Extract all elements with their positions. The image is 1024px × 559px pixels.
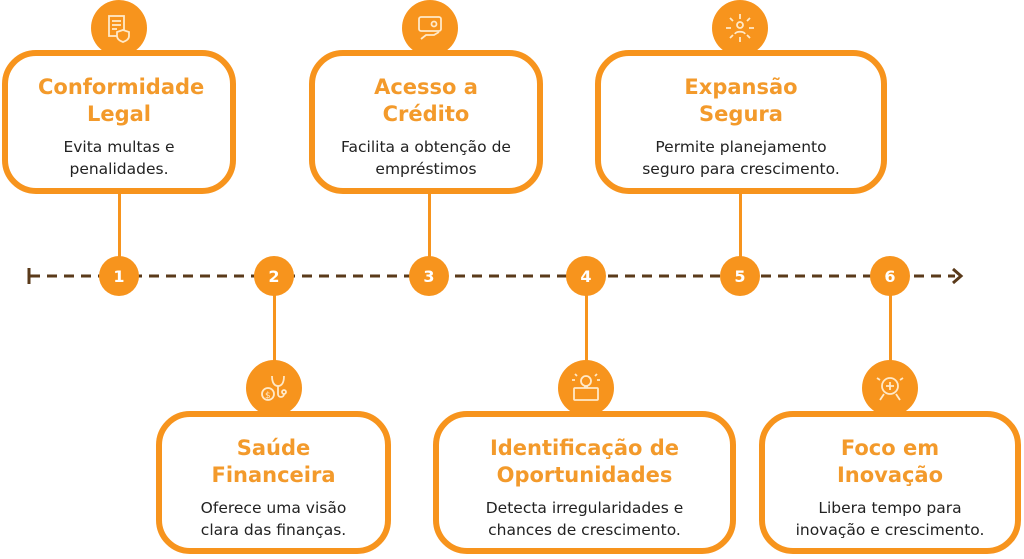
card-title: Conformidade Legal bbox=[38, 75, 205, 126]
card-description: Facilita a obtenção de empréstimos bbox=[341, 138, 511, 178]
card-hand-icon bbox=[402, 0, 458, 56]
card-expansao-segura: Expansão Segura Permite planejamento seg… bbox=[595, 50, 887, 194]
step-number-3: 3 bbox=[409, 256, 449, 296]
card-saude-financeira: Saúde Financeira Oferece uma visão clara… bbox=[156, 411, 391, 554]
connector bbox=[889, 292, 892, 362]
step-number-5: 5 bbox=[720, 256, 760, 296]
card-title: Identificação de Oportunidades bbox=[489, 436, 680, 487]
card-acesso-credito: Acesso a Crédito Facilita a obtenção de … bbox=[309, 50, 543, 194]
step-number-4: 4 bbox=[566, 256, 606, 296]
connector bbox=[118, 190, 121, 260]
card-description: Detecta irregularidades e chances de cre… bbox=[485, 499, 684, 539]
card-identificacao-oportunidades: Identificação de Oportunidades Detecta i… bbox=[433, 411, 736, 554]
step-number-1: 1 bbox=[99, 256, 139, 296]
card-description: Libera tempo para inovação e crescimento… bbox=[795, 499, 985, 539]
card-title: Acesso a Crédito bbox=[374, 75, 478, 126]
connector bbox=[273, 292, 276, 362]
connector bbox=[428, 190, 431, 260]
step-number-6: 6 bbox=[870, 256, 910, 296]
card-description: Permite planejamento seguro para crescim… bbox=[642, 138, 840, 178]
expansion-arrows-icon bbox=[712, 0, 768, 56]
card-description: Oferece uma visão clara das finanças. bbox=[200, 499, 347, 539]
card-conformidade-legal: Conformidade Legal Evita multas e penali… bbox=[2, 50, 236, 194]
money-stethoscope-icon: $ bbox=[246, 360, 302, 416]
card-description: Evita multas e penalidades. bbox=[63, 138, 175, 178]
card-title: Saúde Financeira bbox=[211, 436, 336, 487]
card-title: Foco em Inovação bbox=[836, 436, 944, 487]
card-foco-inovacao: Foco em Inovação Libera tempo para inova… bbox=[759, 411, 1021, 554]
step-number-2: 2 bbox=[254, 256, 294, 296]
briefcase-lightbulb-icon bbox=[558, 360, 614, 416]
innovation-brain-icon bbox=[862, 360, 918, 416]
card-title: Expansão Segura bbox=[684, 75, 798, 126]
connector bbox=[585, 292, 588, 362]
connector bbox=[739, 190, 742, 260]
document-shield-icon bbox=[91, 0, 147, 56]
svg-text:$: $ bbox=[265, 391, 271, 401]
